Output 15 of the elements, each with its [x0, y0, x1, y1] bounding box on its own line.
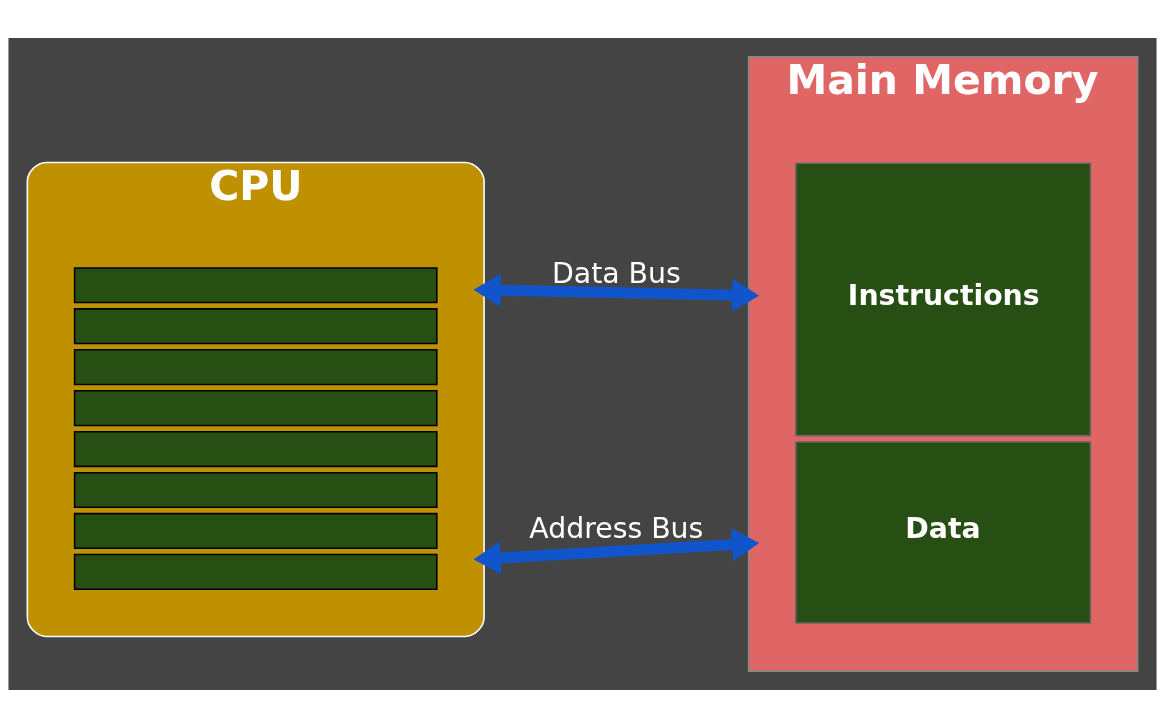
- node-bar: [73, 267, 438, 304]
- node-box: Data: [795, 441, 1092, 624]
- node-bar: [73, 430, 438, 468]
- cluster: CPU: [26, 161, 485, 638]
- node-box: Instructions: [795, 162, 1092, 437]
- node-bar: [73, 471, 438, 509]
- node-bar: [73, 390, 438, 427]
- node-bar: [73, 349, 438, 386]
- node-bar: [73, 553, 438, 590]
- node-bar: [73, 308, 438, 345]
- edge-label: Address Bus: [529, 511, 704, 545]
- node-bar: [73, 512, 438, 550]
- arrow: [473, 528, 760, 575]
- edge-label: Data Bus: [551, 256, 681, 290]
- arrow: [473, 273, 760, 312]
